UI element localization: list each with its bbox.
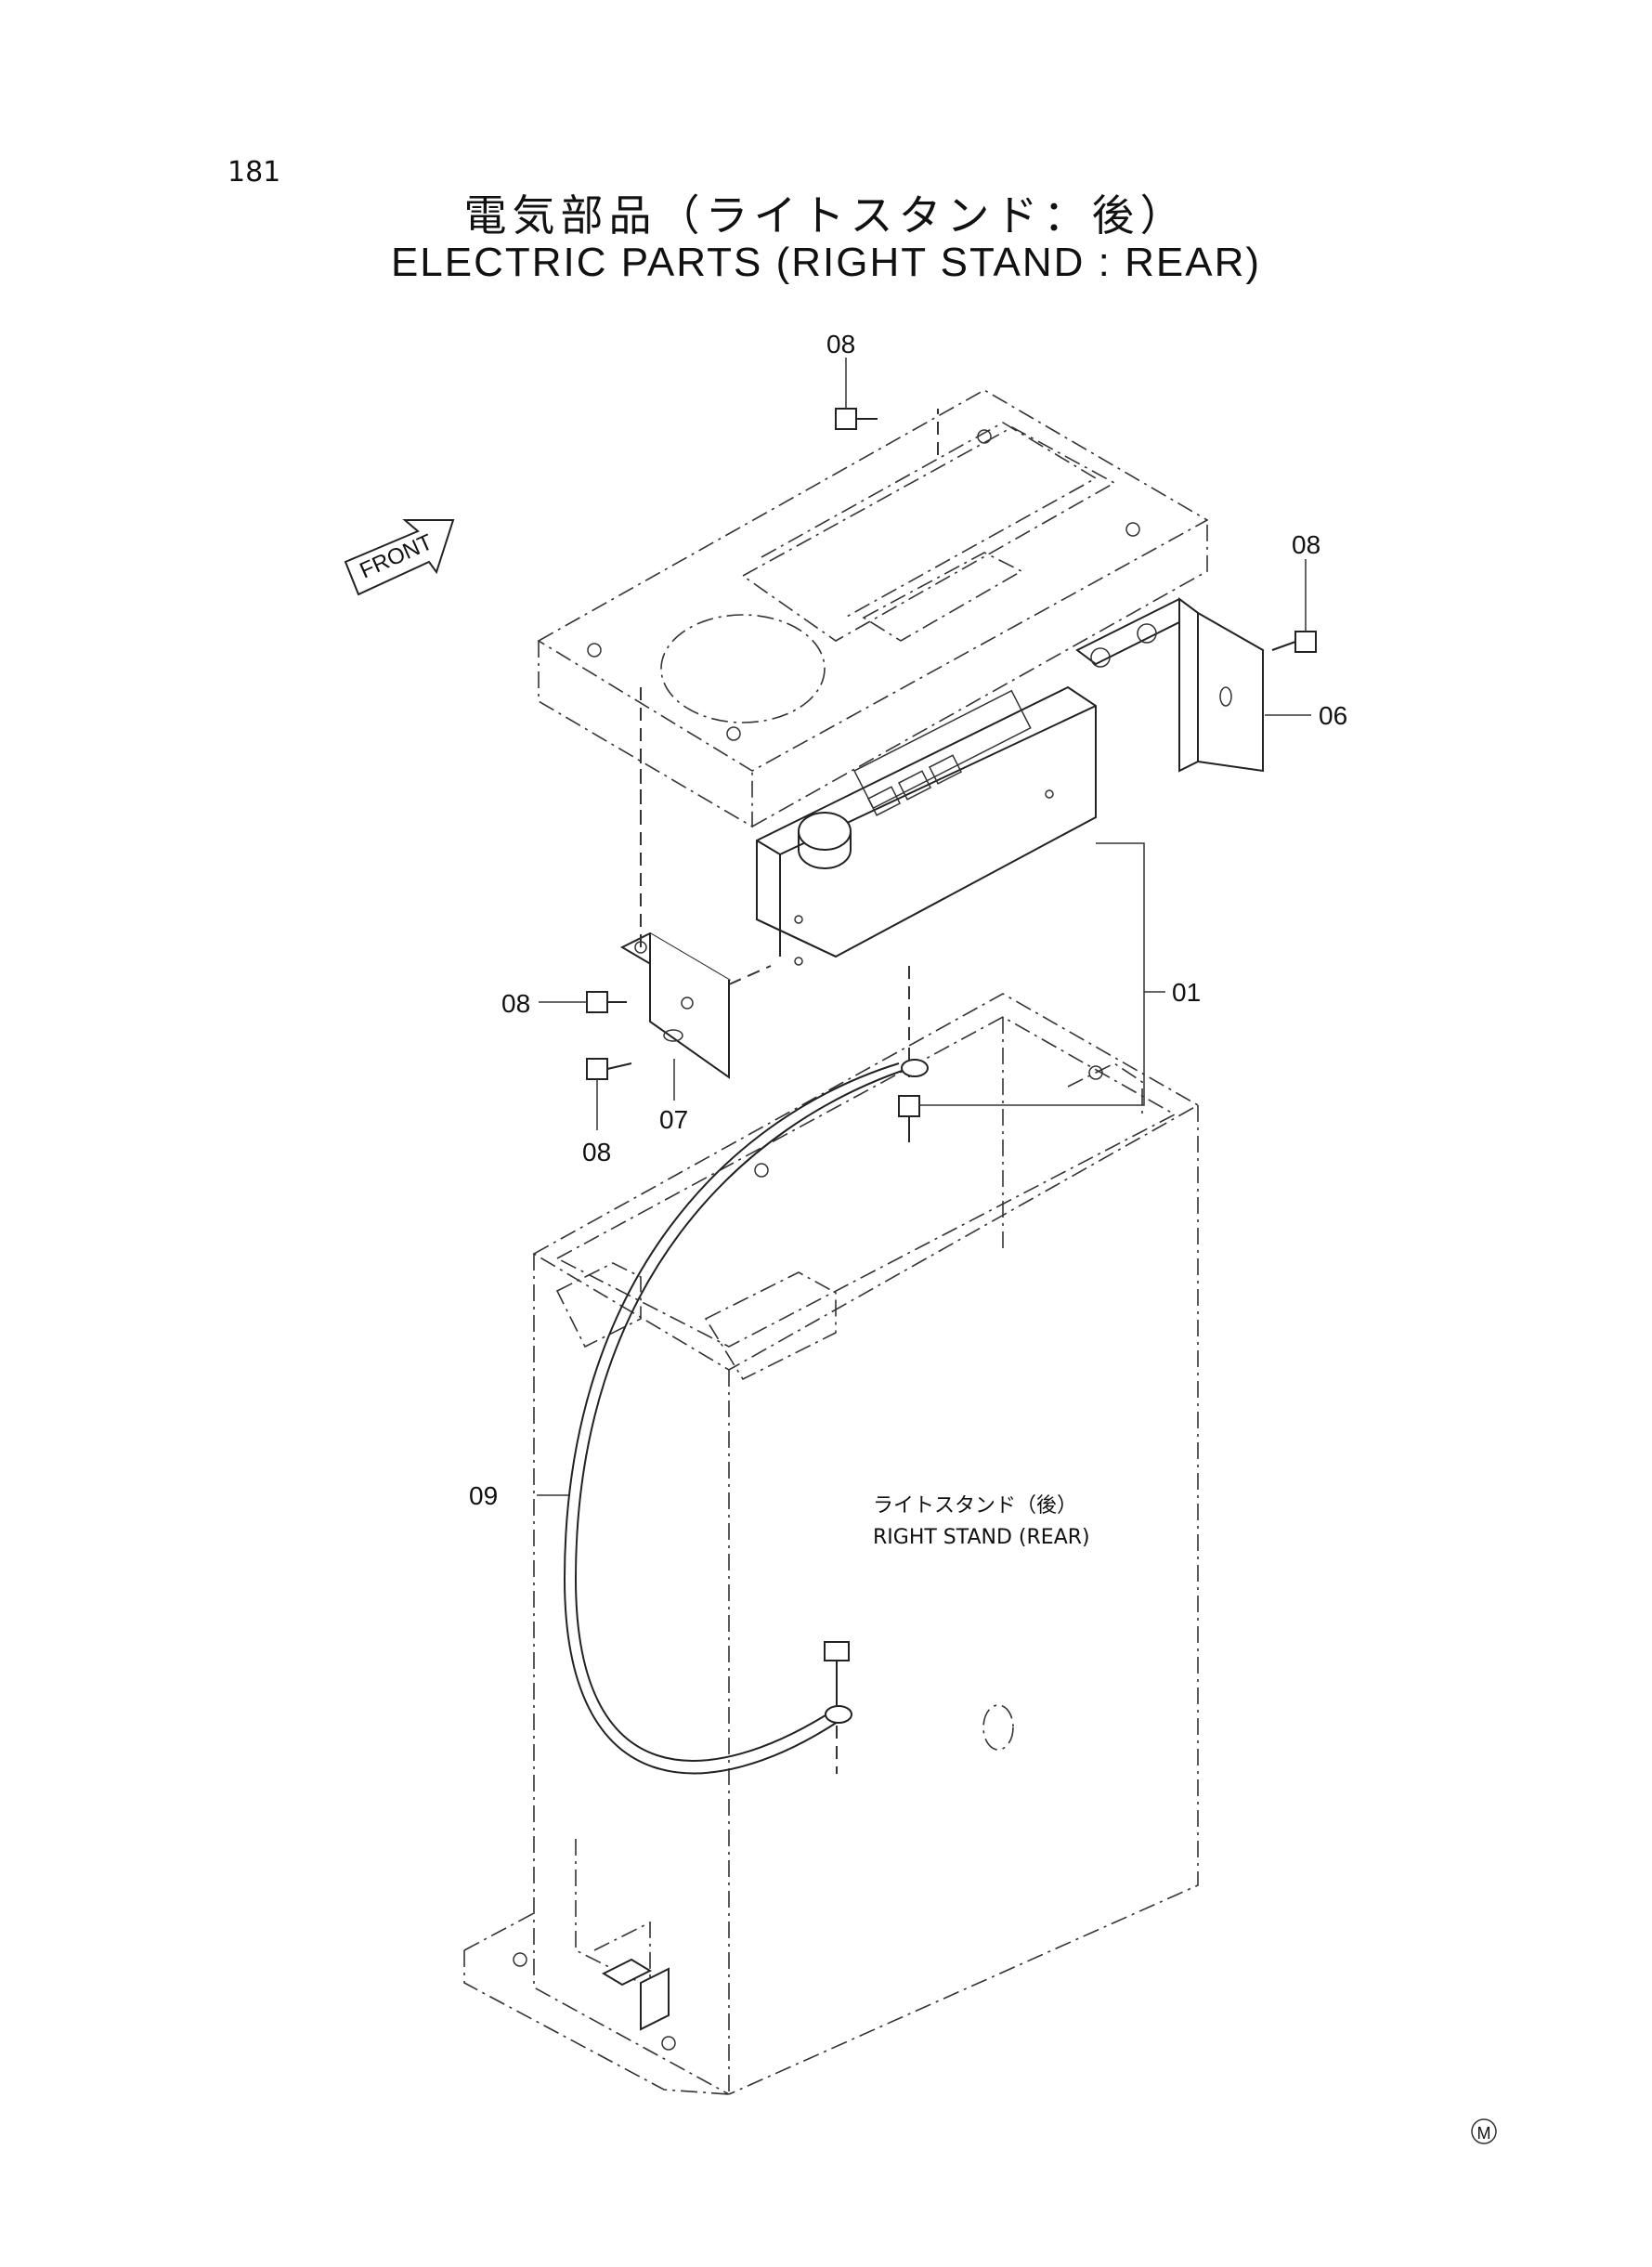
bolt-08-left-lower: [586, 1058, 632, 1080]
bolt-08-center: [898, 966, 920, 1142]
callout-01: 01: [1172, 978, 1201, 1007]
callout-06: 06: [1319, 701, 1347, 730]
callout-08-left: 08: [501, 989, 530, 1018]
callout-08-top: 08: [826, 330, 855, 358]
bracket-07: [619, 743, 772, 1079]
ground-cable-09: [563, 1059, 929, 1775]
diagram-title-english: ELECTRIC PARTS (RIGHT STAND : REAR): [390, 240, 1262, 285]
callout-08-right: 08: [1292, 530, 1320, 559]
callout-08-bottom: 08: [582, 1138, 611, 1166]
stand-label-english: RIGHT STAND (REAR): [873, 1526, 1090, 1549]
callout-07: 07: [659, 1105, 688, 1134]
front-arrow-label: FRONT: [356, 529, 436, 583]
callout-09: 09: [469, 1481, 498, 1510]
top-cover-plate: [537, 389, 1209, 828]
corner-mark-letter: M: [1477, 2124, 1491, 2143]
bolt-08-left-upper: [586, 991, 627, 1013]
controller-unit-01: [756, 685, 1097, 966]
right-stand-rear-body: [463, 993, 1200, 2095]
diagram-title-japanese: 電気部品（ライトスタンド：後）: [463, 190, 1189, 241]
corner-mark: M: [1471, 2118, 1497, 2144]
stand-label-japanese: ライトスタンド（後）: [873, 1494, 1077, 1518]
callout-leaders: [537, 358, 1311, 1496]
page-number: 181: [228, 156, 281, 189]
bolt-08-top: [835, 408, 878, 430]
bolt-08-right: [1271, 631, 1317, 653]
bracket-06: [1075, 597, 1264, 773]
front-arrow-icon: FRONT: [344, 519, 455, 596]
